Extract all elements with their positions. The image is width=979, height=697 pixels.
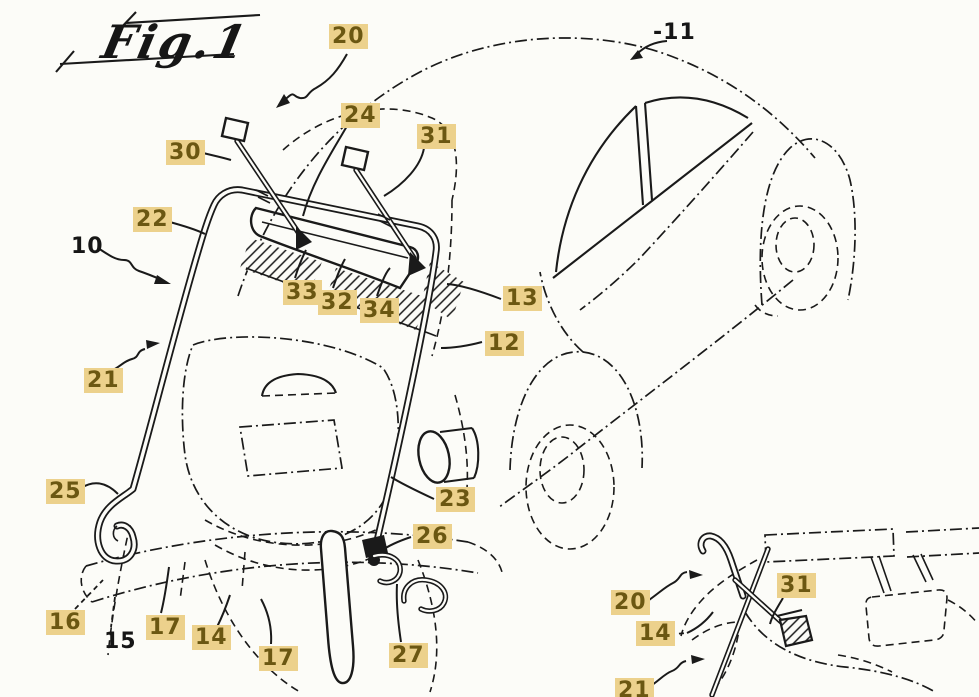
ref-label-17b: 17 xyxy=(259,646,298,672)
ref-label-16: 16 xyxy=(46,610,85,636)
ref-label-31b: 31 xyxy=(777,573,816,599)
ref-label-23: 23 xyxy=(436,487,475,513)
ref-label-12: 12 xyxy=(485,331,524,357)
car-body-phantom xyxy=(80,37,856,693)
ref-label-17a: 17 xyxy=(146,615,185,641)
ref-label-22: 22 xyxy=(133,207,172,233)
leader-lines xyxy=(74,40,668,645)
ref-label-14b: 14 xyxy=(636,621,675,647)
ref-label-33: 33 xyxy=(283,280,322,306)
ref-label-27: 27 xyxy=(389,643,428,669)
ref-label-30: 30 xyxy=(166,140,205,166)
ref-label-21b: 21 xyxy=(615,678,654,697)
figure-number-text: Fig.1 xyxy=(95,14,254,68)
ref-label-34: 34 xyxy=(360,298,399,324)
ref-label-32: 32 xyxy=(318,290,357,316)
detail-inset-figure xyxy=(648,527,979,697)
ref-label-24: 24 xyxy=(341,103,380,129)
ref-label-11: -11 xyxy=(653,20,696,45)
ref-label-13: 13 xyxy=(503,286,542,312)
ref-label-25: 25 xyxy=(46,479,85,505)
exhaust-pipe xyxy=(417,426,480,484)
car-window-lines xyxy=(552,96,753,279)
ref-label-10: 10 xyxy=(71,234,104,259)
luggage-rack xyxy=(94,116,449,614)
figure-number-fig1: Fig.1 xyxy=(55,11,261,73)
ref-label-26: 26 xyxy=(413,524,452,550)
ref-label-21: 21 xyxy=(84,368,123,394)
ref-label-15: 15 xyxy=(104,629,137,654)
ref-label-20b: 20 xyxy=(611,590,650,616)
bumper-guard xyxy=(319,529,355,685)
ref-label-31: 31 xyxy=(417,124,456,150)
ref-label-14a: 14 xyxy=(192,625,231,651)
ref-label-20: 20 xyxy=(329,24,368,50)
